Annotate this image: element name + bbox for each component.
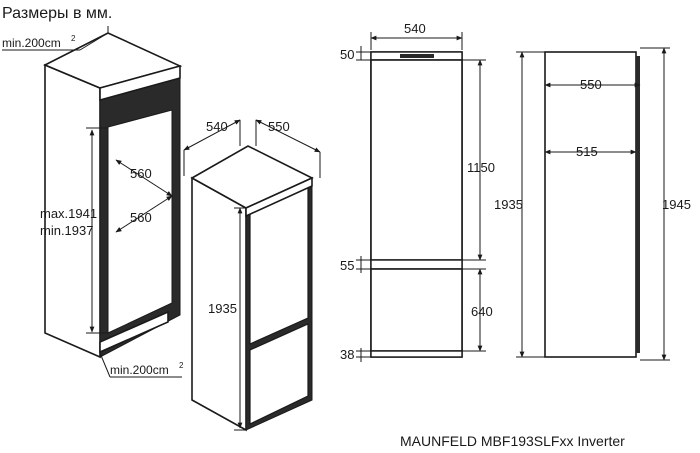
side-view	[544, 51, 640, 358]
side-view-height-dimension: 1935	[494, 51, 545, 358]
front-view-top-vent	[400, 54, 434, 58]
svg-text:2: 2	[71, 34, 76, 43]
front-view-middle-gap-dimension: 55	[340, 256, 371, 273]
front-view-bottom-gap-dimension: 38	[340, 347, 371, 362]
svg-text:540: 540	[206, 119, 228, 134]
front-view-top-gap-dimension: 50	[340, 46, 371, 62]
appliance-width-dimension: 540	[183, 119, 241, 176]
svg-text:560: 560	[130, 210, 152, 225]
front-view-width-dimension: 540	[370, 21, 463, 50]
niche-bottom-vent-label: min.200cm 2	[99, 352, 184, 378]
svg-text:1150: 1150	[467, 160, 495, 175]
side-view-door-edge	[636, 56, 640, 353]
appliance-depth-dimension: 550	[255, 119, 321, 178]
svg-text:550: 550	[268, 119, 290, 134]
side-view-outer-depth-dimension: 550	[544, 77, 641, 92]
svg-text:540: 540	[404, 21, 426, 36]
front-view-lower-door	[370, 268, 463, 352]
svg-text:2: 2	[179, 361, 184, 370]
svg-text:min.200cm: min.200cm	[110, 363, 169, 377]
svg-text:38: 38	[340, 347, 354, 362]
side-view-inner-depth-dimension: 515	[544, 144, 637, 159]
svg-text:min.1937: min.1937	[40, 223, 93, 238]
page-title: Размеры в мм.	[2, 5, 112, 22]
svg-text:max.1941: max.1941	[40, 206, 97, 221]
svg-text:1945: 1945	[662, 197, 691, 212]
appliance-height-dimension: 1935	[208, 207, 246, 431]
front-view-upper-door-dimension: 1150	[462, 59, 495, 261]
svg-text:1935: 1935	[494, 197, 523, 212]
front-view-lower-door-dimension: 640	[462, 268, 493, 352]
svg-text:550: 550	[580, 77, 602, 92]
front-view-upper-door	[370, 59, 463, 261]
front-view	[370, 51, 463, 358]
niche-cabinet	[43, 26, 183, 359]
svg-text:50: 50	[340, 47, 354, 62]
model-caption: MAUNFELD MBF193SLFxx Inverter	[400, 433, 625, 449]
appliance-isometric	[190, 145, 314, 432]
svg-text:515: 515	[576, 144, 598, 159]
appliance-lower-door	[249, 323, 309, 425]
niche-height-dimension: max.1941 min.1937	[40, 127, 108, 334]
niche-top-vent-label: min.200cm 2	[2, 32, 109, 51]
svg-text:1935: 1935	[208, 301, 237, 316]
svg-text:min.200cm: min.200cm	[2, 36, 61, 50]
svg-text:560: 560	[130, 166, 152, 181]
svg-text:640: 640	[471, 304, 493, 319]
svg-text:55: 55	[340, 258, 354, 273]
niche-depth-dimensions: 560 560	[115, 159, 173, 233]
side-view-door-height-dimension: 1945	[640, 47, 691, 361]
